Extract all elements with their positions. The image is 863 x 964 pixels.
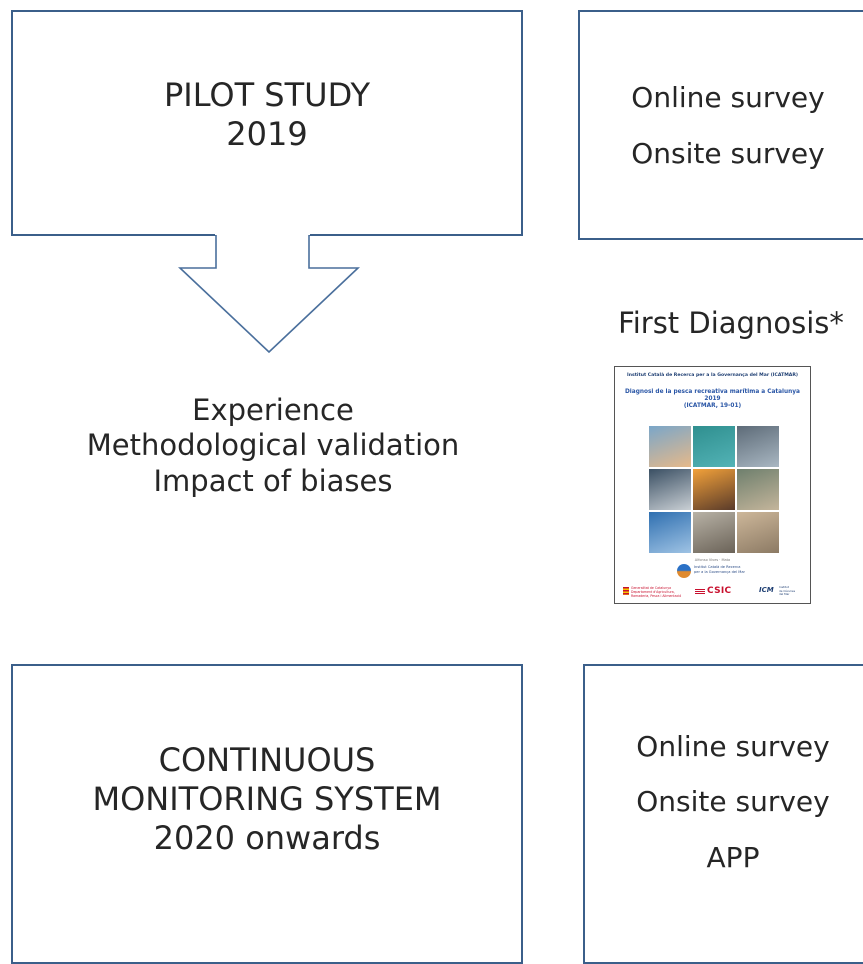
outcome-item: Impact of biases (153, 463, 393, 498)
csic-logo-text: CSIC (707, 586, 732, 596)
generalitat-line: Ramaderia, Pesca i Alimentació (631, 594, 682, 598)
icm-line: Institut (779, 585, 789, 589)
icm-line: del Mar (779, 592, 790, 597)
outcome-item: Methodological validation (86, 428, 460, 463)
report-photo (693, 469, 735, 510)
pilot-study-title-line1: PILOT STUDY (163, 76, 371, 114)
institute-line: per a la Governança del Mar (694, 569, 746, 574)
report-header: Institut Català de Recerca per a la Gove… (627, 373, 798, 378)
down-arrow-icon (178, 232, 361, 354)
pilot-methods-list: Online survey Onsite survey (578, 80, 863, 192)
generalitat-logo-icon (623, 587, 629, 595)
continuous-monitoring-title: CONTINUOUS MONITORING SYSTEM 2020 onward… (11, 741, 523, 858)
pilot-method-item: Online survey (631, 81, 825, 114)
cms-title-line1: CONTINUOUS (158, 741, 376, 779)
report-authors: Alfonso Vives · Mata (694, 558, 731, 562)
report-title-line1: Diagnosi de la pesca recreativa marítima… (625, 389, 800, 395)
icm-logo-text: ICM (759, 586, 774, 594)
report-photo (693, 512, 735, 553)
csic-logo-icon (695, 589, 705, 595)
generalitat-line: Generalitat de Catalunya (631, 586, 672, 590)
institute-line: Institut Català de Recerca (694, 565, 741, 569)
report-photo (649, 426, 691, 467)
report-title-code: (ICATMAR, 19-01) (683, 402, 742, 409)
report-title-year: 2019 (704, 395, 721, 402)
report-photo (737, 426, 779, 467)
cms-methods-list: Online survey Onsite survey APP (583, 729, 863, 895)
cms-title-line2: MONITORING SYSTEM (92, 780, 442, 819)
outcome-item: Experience (192, 393, 354, 427)
pilot-study-title: PILOT STUDY 2019 (11, 76, 523, 154)
pilot-methods-box (578, 10, 863, 240)
cms-method-item: Onsite survey (636, 785, 830, 819)
first-diagnosis-label: First Diagnosis* (618, 306, 844, 340)
cms-title-line3: 2020 onwards (153, 819, 381, 858)
generalitat-line: Departament d'Agricultura, (631, 590, 675, 594)
icatmar-logo-icon (677, 564, 691, 578)
pilot-study-year: 2019 (226, 115, 308, 154)
icm-logo-subtext: Institut de Ciències del Mar (779, 585, 796, 597)
report-photo (649, 469, 691, 510)
cms-method-item: APP (706, 840, 760, 874)
report-photo (693, 426, 735, 467)
report-photo-grid (649, 426, 779, 553)
pilot-outcomes: Experience Methodological validation Imp… (40, 393, 506, 499)
report-photo (737, 512, 779, 553)
report-photo (737, 469, 779, 510)
report-title: Diagnosi de la pesca recreativa marítima… (615, 389, 810, 410)
diagnosis-report-cover: Institut Català de Recerca per a la Gove… (614, 366, 811, 604)
report-photo (649, 512, 691, 553)
cms-method-item: Online survey (636, 730, 830, 763)
pilot-method-item: Onsite survey (631, 137, 825, 170)
report-institute-name: Institut Català de Recerca per a la Gove… (694, 565, 745, 574)
pilot-study-box (11, 10, 523, 236)
generalitat-logo-text: Generalitat de Catalunya Departament d'A… (631, 586, 681, 598)
icm-line: de Ciències (779, 588, 796, 593)
report-logos: Generalitat de Catalunya Departament d'A… (623, 585, 803, 599)
